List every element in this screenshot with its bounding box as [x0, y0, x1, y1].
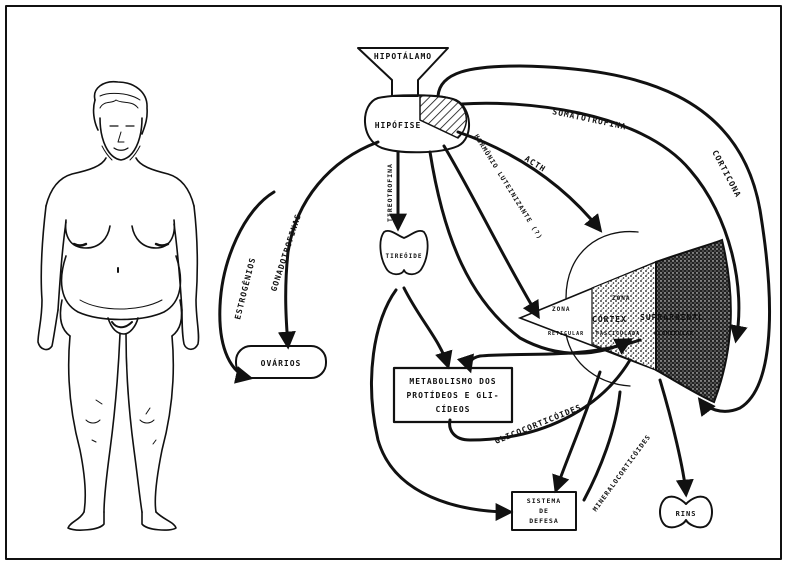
reticular-label: RETICULAR — [548, 331, 584, 337]
metabolismo-line-2: PROTÍDEOS E GLI- — [406, 389, 499, 400]
cortex-word-label: CÓRTEX — [592, 313, 627, 324]
tireoide-node: TIREÓIDE — [380, 231, 427, 274]
label-somatotrofina: SOMATOTROFINA — [552, 107, 628, 132]
rins-node: RINS — [660, 497, 712, 528]
tireoide-label: TIREÓIDE — [386, 253, 423, 260]
rins-label: RINS — [676, 510, 697, 518]
ovarios-node: OVÁRIOS — [236, 346, 326, 378]
arrow-hormonio-luteinizante — [444, 146, 538, 316]
cortex-suprarrenal: ZONA ZONA CÓRTEX SUPRARRENAL RETICULAR F… — [520, 232, 731, 402]
glomerular-label: GLOMERULAR — [654, 331, 694, 337]
label-estrogenios: ESTROGÊNIOS — [231, 256, 257, 321]
sistema-defesa-node: SISTEMA DE DEFESA — [512, 492, 576, 530]
label-mineralocorticoides: MINERALOCORTICÓIDES — [590, 432, 652, 513]
suprarrenal-label: SUPRARRENAL — [640, 313, 704, 322]
hipotalamo-label: HIPOTÁLAMO — [374, 50, 432, 61]
arrow-mineralocorticoides — [660, 380, 686, 494]
zona-label-1: ZONA — [552, 306, 570, 313]
sistema-line-3: DEFESA — [529, 517, 558, 525]
arrow-tireoide-metabolismo — [404, 288, 448, 366]
label-hormonio-luteinizante: HORMÔNIO LUTEINIZANTE (?) — [472, 132, 545, 241]
metabolismo-line-1: METABOLISMO DOS — [409, 377, 496, 386]
arrow-cortex-sistema — [556, 372, 600, 490]
sistema-line-2: DE — [539, 507, 549, 515]
obese-woman-figure — [38, 82, 199, 530]
hipofise-label: HIPÓFISE — [375, 119, 422, 130]
sistema-line-1: SISTEMA — [527, 497, 561, 505]
metabolismo-line-3: CÍDEOS — [436, 403, 471, 414]
metabolismo-node: METABOLISMO DOS PROTÍDEOS E GLI- CÍDEOS — [394, 368, 512, 422]
zona-label-2: ZONA — [612, 295, 630, 302]
arrow-tireoide-defesa — [372, 290, 510, 512]
hipotalamo-group: HIPOTÁLAMO — [358, 48, 448, 96]
ovarios-label: OVÁRIOS — [261, 357, 302, 368]
label-corticona: CORTICONA — [710, 149, 743, 199]
label-tireotrofina: TIREOTROFINA — [386, 163, 394, 222]
hipofise-group: HIPÓFISE — [365, 95, 469, 152]
fasciculada-label: FASCICULADA — [596, 331, 640, 337]
arrow-gonadotrofinas — [286, 142, 378, 346]
label-glicocorticoides: GLICOCORTICÓIDES — [493, 401, 583, 446]
